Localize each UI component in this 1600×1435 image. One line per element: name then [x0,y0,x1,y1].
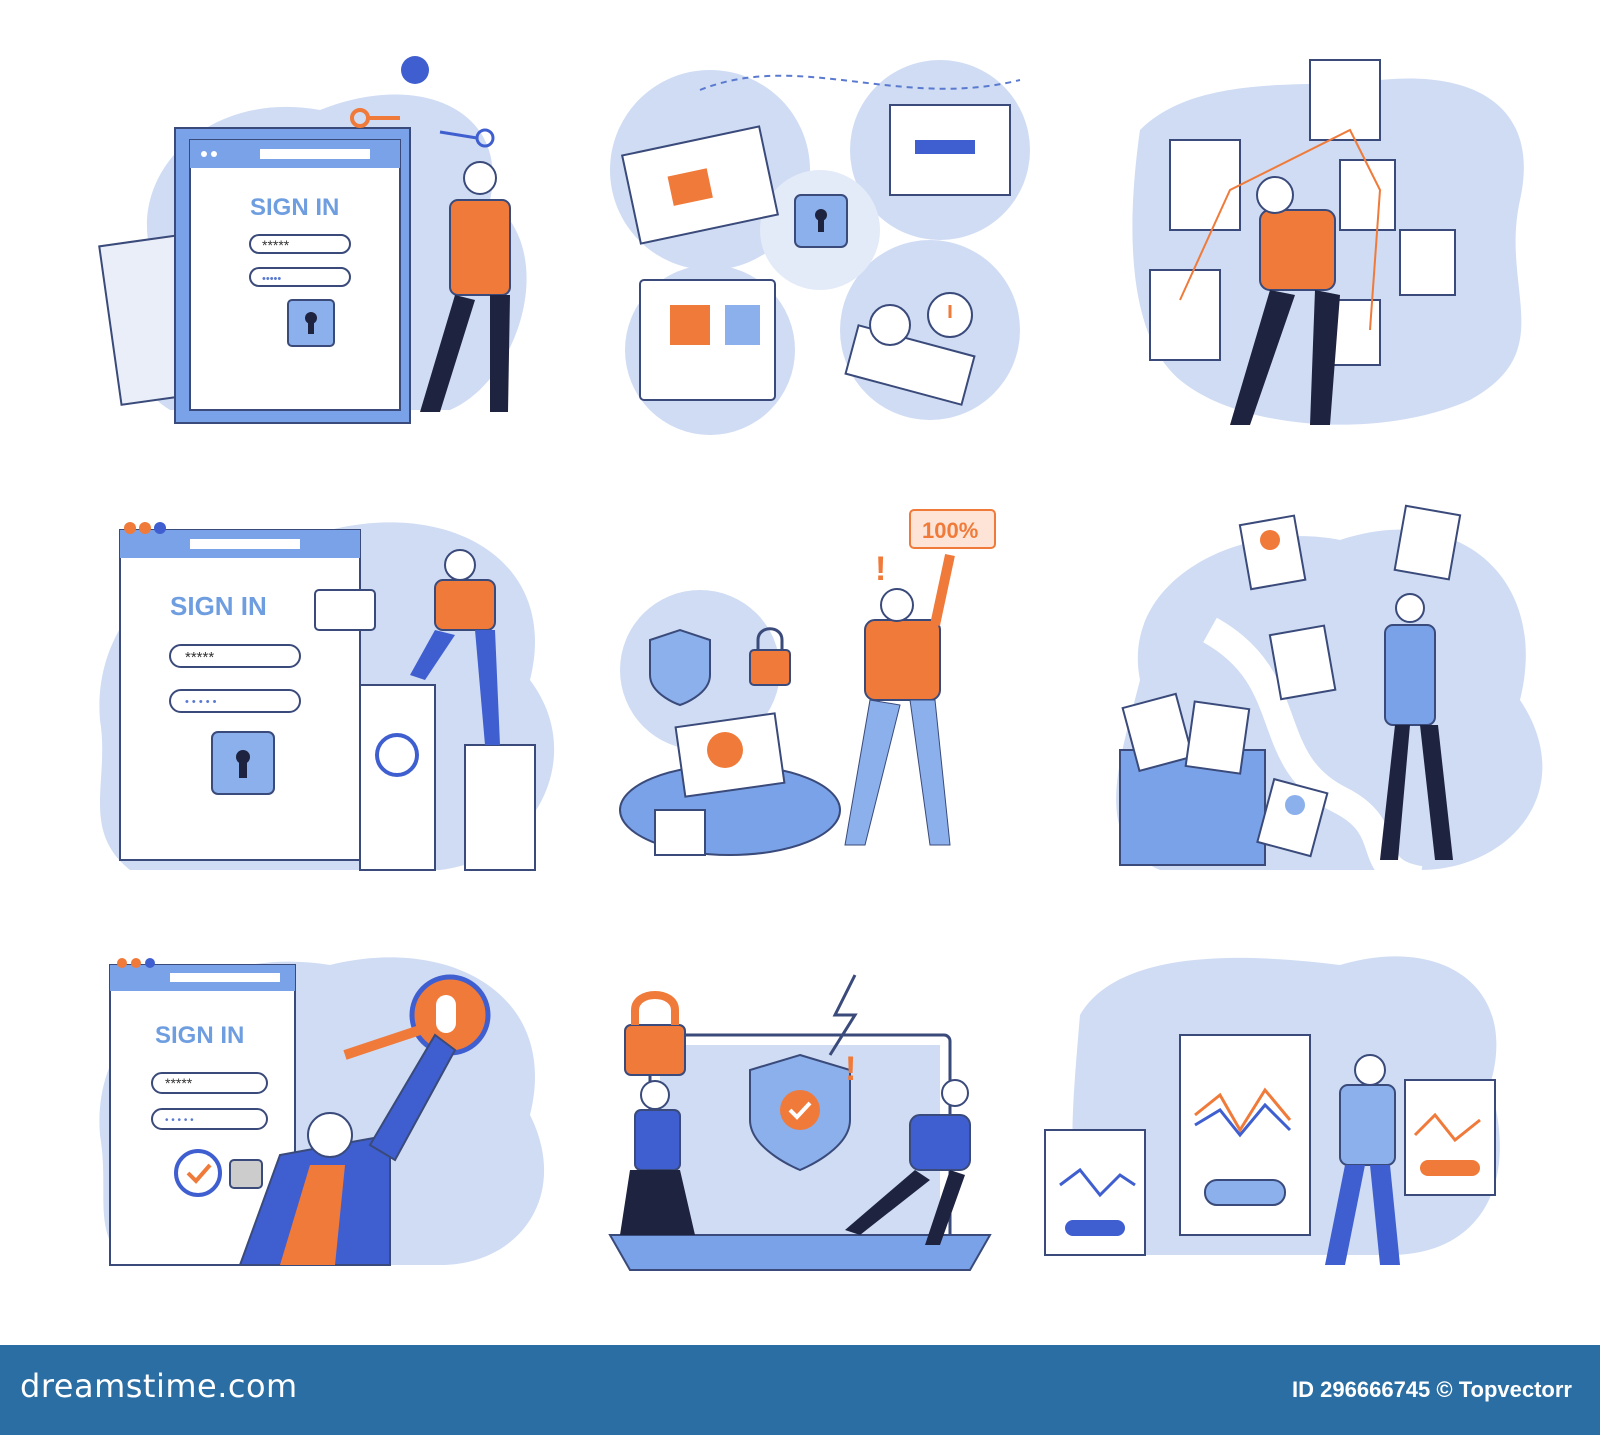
scene-sign-in-climb: SIGN IN ***** • • • • • [90,500,610,940]
password-dots: ••••• [262,273,281,285]
scene-security-100: 100% ! [600,500,1120,940]
scene-laptop-shield: ! [600,935,1120,1375]
footer-bar: dreamstime.com ID 296666745 © Topvectorr [0,1345,1600,1435]
padlock-icon [229,1159,263,1189]
shield-icon [649,628,711,707]
sign-in-title: SIGN IN [155,1022,244,1049]
sign-in-title: SIGN IN [250,194,339,221]
site-logo[interactable]: dreamstime.com [20,1367,298,1405]
scene-device-network [600,50,1120,490]
padlock-icon [624,1024,686,1076]
percent-badge [909,509,996,549]
sign-in-key-illustration: SIGN IN ***** • • • • • [99,957,545,1266]
password-dots: • • • • • [165,1115,194,1126]
padlock-icon [749,649,791,686]
image-id-credit: ID 296666745 © Topvectorr [1292,1377,1572,1402]
svg-text:!: ! [845,1050,856,1088]
sign-in-climb-illustration: SIGN IN ***** • • • • • [99,522,555,871]
scene-data-analysis [1120,50,1600,490]
data-analysis-illustration [1132,59,1524,425]
scene-sign-in-keys: SIGN IN ***** ••••• [90,50,610,490]
key-icon [401,56,429,84]
laptop-shield-illustration: ! [608,974,992,1271]
device-network-illustration [610,60,1030,435]
percent-badge-text: 100% [922,518,978,543]
password-dots: • • • • • [185,696,217,708]
sign-in-title: SIGN IN [170,591,267,621]
file-box-illustration [1116,504,1543,894]
svg-text:!: ! [875,550,886,588]
scene-sign-in-key: SIGN IN ***** • • • • • [90,935,610,1375]
illustration-grid: SIGN IN ***** ••••• [90,50,1600,1271]
scene-chart-documents [1044,935,1580,1375]
scene-file-box [1080,500,1600,940]
check-icon [174,1149,222,1197]
password-mask: ***** [165,1075,193,1091]
chart-documents-illustration [1044,956,1500,1265]
security-100-illustration: 100% ! [619,509,996,856]
check-icon [780,1090,820,1130]
password-mask: ***** [262,237,290,253]
password-mask: ***** [185,649,214,666]
sign-in-keys-illustration: SIGN IN ***** ••••• [98,56,527,424]
